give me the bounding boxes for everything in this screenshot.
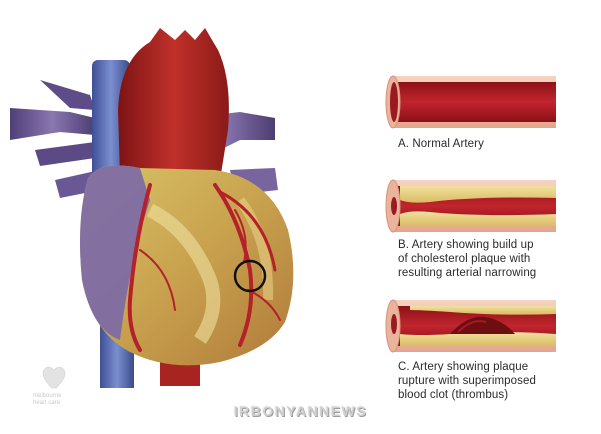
logo-line2: heart care (33, 399, 61, 406)
watermark-text: IRBONYANNEWS (233, 403, 368, 419)
aortic-arch (118, 28, 229, 185)
caption-thrombus-artery: C. Artery showing plaque rupture with su… (398, 360, 536, 402)
caption-c-line1: C. Artery showing plaque (398, 361, 529, 373)
caption-b-line3: resulting arterial narrowing (398, 267, 537, 279)
artery-b-plaque (385, 179, 556, 233)
coronary-arteries (127, 183, 281, 352)
caption-plaque-artery: B. Artery showing build up of cholestero… (398, 238, 536, 280)
caption-normal-artery: A. Normal Artery (398, 137, 484, 151)
cholesterol-plaque (400, 186, 556, 203)
right-atrium (80, 165, 150, 340)
artery-c-thrombus (385, 299, 556, 353)
caption-b-line2: of cholesterol plaque with (398, 253, 531, 265)
artery-a-normal (385, 75, 556, 129)
heart-illustration (10, 28, 294, 388)
caption-c-line3: blood clot (thrombus) (398, 389, 509, 401)
pulmonary-veins-left (10, 80, 100, 198)
caption-c-line2: rupture with superimposed (398, 375, 537, 387)
logo-text: melbourne heart care (33, 393, 61, 406)
caption-a-line1: A. Normal Artery (398, 138, 484, 150)
logo-line1: melbourne (33, 393, 62, 399)
melbourne-heart-care-logo (42, 366, 66, 389)
blockage-highlight-circle (233, 259, 267, 293)
caption-b-line1: B. Artery showing build up (398, 239, 534, 251)
blood-clot-thrombus (450, 316, 515, 334)
